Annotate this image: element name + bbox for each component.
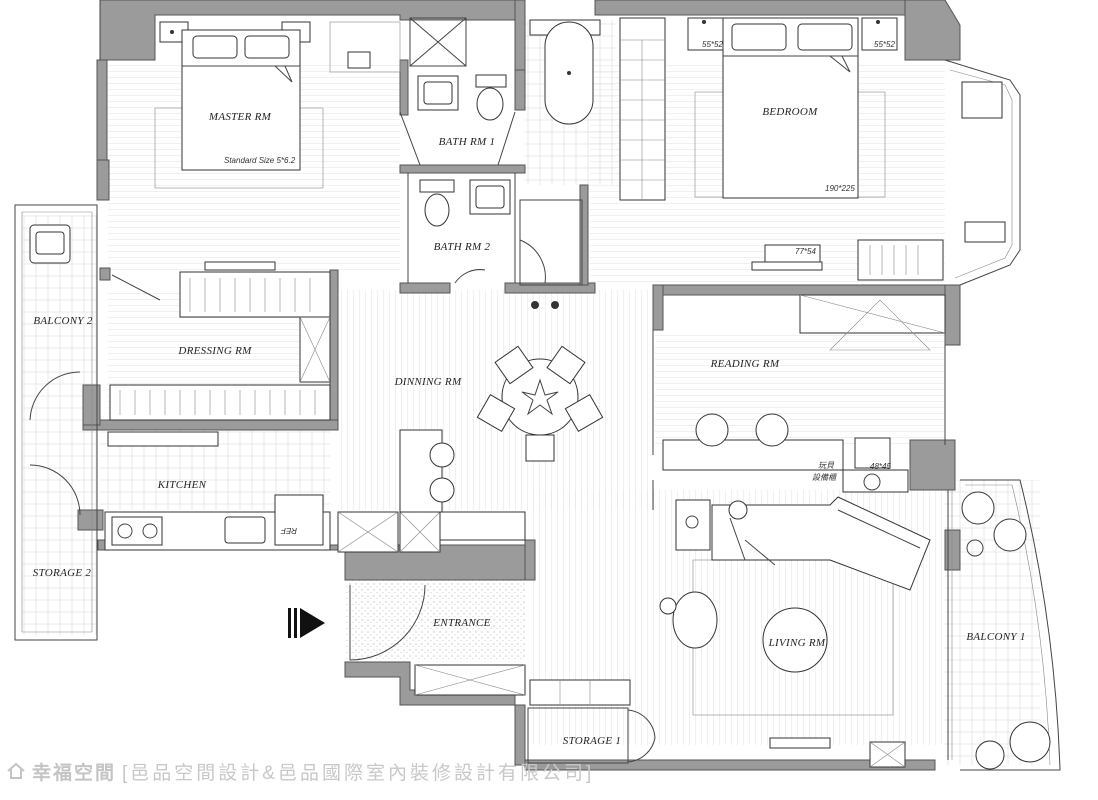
dim-master-bed: Standard Size 5*6.2 [224, 156, 296, 165]
brand-name: 幸福空間 [32, 762, 117, 784]
label-living-rm: LIVING RM [768, 637, 826, 649]
company-name: [邑品空間設計&邑品國際室內裝修設計有限公司] [122, 762, 595, 784]
dim-bedroom-bed: 190*225 [825, 184, 855, 193]
bath-fixtures [399, 17, 601, 286]
label-entrance: ENTRANCE [432, 617, 490, 629]
label-dinning-rm: DINNING RM [394, 376, 462, 388]
label-balcony-1: BALCONY 1 [966, 631, 1025, 643]
label-bedroom: BEDROOM [762, 106, 818, 118]
dim-nightstand-left: 55*52 [702, 40, 723, 49]
annot-fridge: REF [280, 526, 297, 535]
entry-arrow-icon [288, 608, 325, 638]
kitchen-fixtures [104, 431, 526, 553]
label-reading-rm: READING RM [710, 358, 780, 370]
label-master-rm: MASTER RM [208, 111, 272, 123]
label-bath-rm-1: BATH RM 1 [439, 136, 496, 148]
dim-nightstand-right: 55*52 [874, 40, 895, 49]
dimension-labels: Standard Size 5*6.2 190*225 55*52 55*52 … [224, 40, 895, 535]
balcony2-fixtures [29, 224, 81, 516]
dining-furniture [399, 301, 604, 513]
master-room-furniture [154, 21, 401, 189]
label-bath-rm-2: BATH RM 2 [434, 241, 491, 253]
living-furniture [659, 496, 931, 768]
floor-fills [22, 20, 1040, 765]
label-dressing-rm: DRESSING RM [177, 345, 252, 357]
balcony1-plants [961, 491, 1051, 770]
annot-cabinet-2: 設備櫃 [812, 473, 838, 482]
reading-furniture [662, 294, 946, 493]
wardrobes [109, 17, 666, 421]
label-balcony-2: BALCONY 2 [33, 315, 92, 327]
dim-desk: 77*54 [795, 247, 816, 256]
watermark-footer: 幸福空間 [邑品空間設計&邑品國際室內裝修設計有限公司] [6, 754, 594, 788]
label-storage-2: STORAGE 2 [33, 567, 92, 579]
label-storage-1: STORAGE 1 [563, 735, 621, 747]
annot-cabinet-1: 玩貝 [818, 461, 835, 470]
room-labels: MASTER RM BATH RM 1 BATH RM 2 BEDROOM BA… [33, 106, 1026, 747]
outline-lines [14, 0, 1061, 771]
house-outline-icon [7, 762, 25, 779]
label-kitchen: KITCHEN [157, 479, 207, 491]
dim-side-table: 48*45 [870, 462, 891, 471]
entrance-fixtures [349, 584, 656, 764]
bedroom-furniture [687, 17, 1006, 281]
